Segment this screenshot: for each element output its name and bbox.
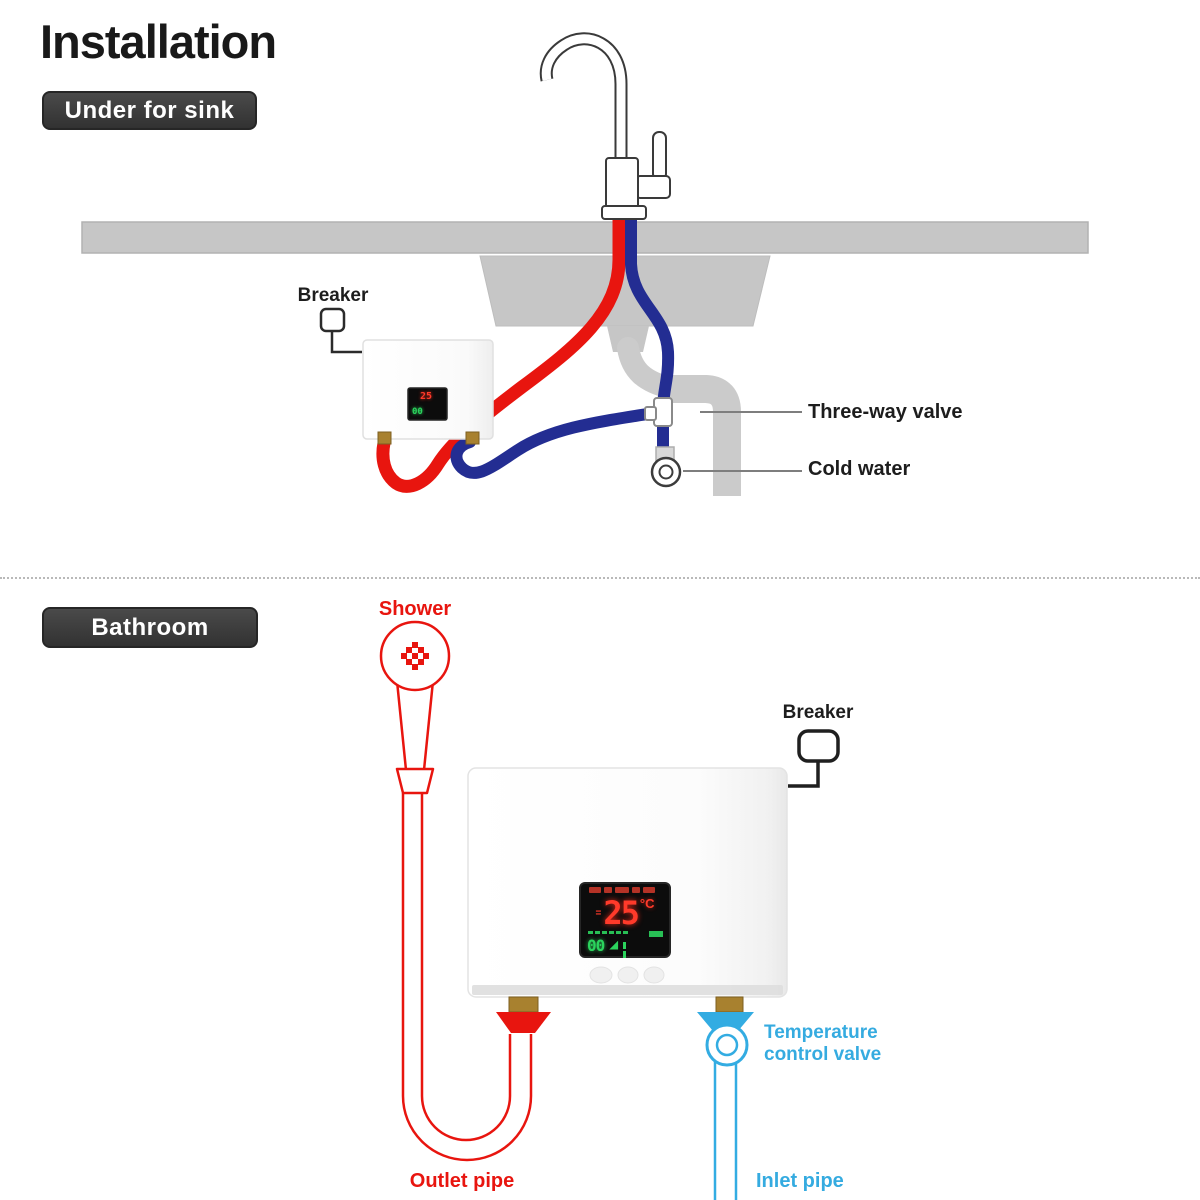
breaker-icon (319, 307, 362, 354)
sink-basin (479, 255, 771, 327)
display-mode-mark: = (595, 907, 602, 919)
heating-alert-icon (623, 941, 627, 949)
badge-under-for-sink: Under for sink (42, 91, 257, 130)
breaker-label-sink: Breaker (297, 285, 369, 306)
shower-label: Shower (378, 598, 452, 620)
heater-display-sink (407, 387, 448, 421)
shower-hose-outline-inner (420, 793, 512, 1142)
water-heater-unit-bathroom (467, 767, 788, 998)
outlet-pipe-label: Outlet pipe (409, 1170, 515, 1192)
heater-display-content-sink: 25 00 (409, 389, 446, 419)
display-degree-unit: °C (639, 896, 655, 911)
shower-hose-outline (401, 793, 533, 1162)
cold-water-label: Cold water (808, 458, 911, 480)
display-power-value: 00 (412, 407, 423, 417)
display-power-readout: 00 (587, 935, 627, 955)
touch-buttons (589, 966, 665, 984)
display-temperature-readout: = 25 °C (584, 894, 666, 932)
temperature-control-valve-label-line1: Temperature (764, 1022, 878, 1043)
heater-display-content-bathroom: = 25 °C 00 (582, 884, 668, 955)
breaker-label-bathroom: Breaker (782, 702, 854, 723)
bathroom-diagram (379, 620, 840, 1200)
cold-water-inlet-icon (650, 446, 682, 488)
under-sink-diagram (81, 32, 1089, 496)
three-way-valve-icon (644, 397, 673, 427)
display-temperature-value: 25 (603, 894, 640, 932)
cold-water-pipe (625, 202, 675, 458)
display-power-value: 00 (587, 935, 605, 955)
countertop (81, 221, 1089, 254)
temperature-control-valve-label-line2: control valve (764, 1044, 882, 1065)
water-flow-icon (609, 940, 619, 950)
water-heater-unit-sink (362, 339, 494, 445)
shower-head-icon (379, 620, 451, 795)
faucet-handle (652, 131, 667, 181)
outlet-fitting (496, 996, 551, 1033)
display-indicator-row-top (589, 887, 661, 893)
display-temperature-value: 25 (420, 391, 433, 402)
cold-water-branch-pipe (450, 407, 660, 479)
three-way-valve-label: Three-way valve (808, 401, 963, 423)
breaker-icon (788, 729, 840, 788)
temperature-control-valve-label: Temperature control valve (764, 1022, 881, 1066)
temperature-control-valve-icon (697, 996, 754, 1067)
badge-bathroom: Bathroom (42, 607, 258, 648)
hot-outlet-fitting (377, 431, 392, 445)
inlet-pipe-label: Inlet pipe (756, 1170, 844, 1192)
section-divider (0, 577, 1200, 579)
page-title: Installation (40, 15, 277, 68)
heater-display-bathroom (579, 882, 671, 958)
faucet (539, 32, 671, 220)
display-indicator-row-green (588, 931, 663, 937)
shower-hose-connector (395, 767, 435, 795)
cold-inlet-fitting (465, 431, 480, 445)
